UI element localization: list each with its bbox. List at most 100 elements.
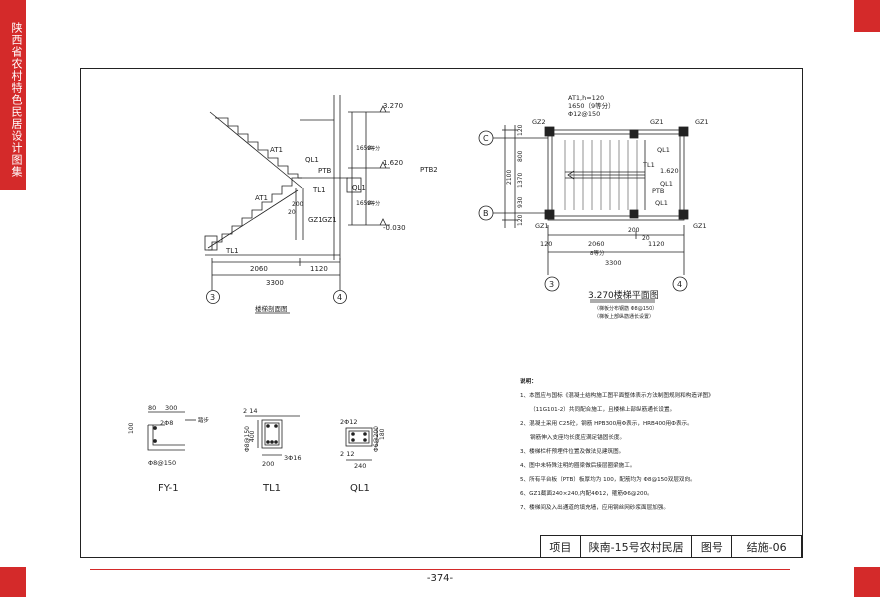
section-label-ptb2: PTB2 [420,166,438,174]
plan-label-rebar: Φ12@150 [568,110,600,118]
plan-dim-1120: 1120 [648,240,665,248]
section-dim-lower: 1650 [356,200,371,207]
note-item: 1、本图应与国标《混凝土结构施工图平面整体表示方法制图规则和构造详图》 [520,393,714,399]
plan-label-1650: 1650（9等分） [568,101,615,110]
title-block: 项目 陕南-15号农村民居 图号 结施-06 [540,535,802,557]
plan-label-gz1-right: GZ1 [695,118,709,126]
note-item: （11G101-2）共同配合施工，且楼梯上部纵筋通长设置。 [530,407,676,413]
note-item: 6、GZ1截面240×240,内配4Φ12，箍筋Φ6@200。 [520,491,653,497]
plan-dim-3300: 3300 [605,259,622,267]
ql1-bottom-rebar: 2 12 [340,450,354,458]
side-tab: 陕西省农村特色民居设计图集 [0,0,26,190]
note-item: 钢筋伸入支座均长度应满足锚固长度。 [530,435,626,441]
plan-label-gz1-br: GZ1 [693,222,707,230]
stair-section-drawing [204,95,390,314]
section-axis-3: 3 [210,293,215,302]
corner-decoration-top-right [854,0,880,32]
section-elev-top: 3.270 [383,102,403,110]
section-dim-3300: 3300 [266,279,284,287]
plan-label-gz1-bl: GZ1 [535,222,549,230]
plan-axis-3: 3 [549,280,554,289]
title-block-drawing-number: 结施-06 [732,536,802,557]
fy1-name: FY-1 [158,483,179,494]
tl1-stirrup: Φ8@150 [244,426,251,452]
detail-ql1-drawing [345,427,378,461]
page-number: -374- [426,573,454,584]
section-elev-mid: 1.620 [383,159,403,167]
fy1-stirrup: Φ8@150 [148,459,176,467]
footer-rule [90,569,790,570]
plan-label-gz2: GZ2 [532,118,546,126]
note-item: 4、图中未特殊注明的圈梁做后接层圈梁施工。 [520,463,636,469]
fy1-dim-100: 100 [128,422,135,434]
title-block-drawing-label: 图号 [692,536,733,557]
section-label-at1-upper: AT1 [270,146,283,154]
section-label-tl1-a: TL1 [312,186,326,194]
plan-label-tl1: TL1 [642,161,655,169]
ql1-name: QL1 [350,483,370,494]
section-dim-1120: 1120 [310,265,328,273]
plan-axis-4: 4 [677,280,682,289]
section-label-ql1-b: QL1 [352,184,366,192]
plan-dim-930: 930 [517,196,524,208]
section-title: 楼梯剖面图 [255,304,288,313]
plan-label-gz1-top: GZ1 [650,118,664,126]
corner-decoration-bottom-left [0,567,26,597]
tl1-height-400: 400 [249,430,256,442]
section-dim-upper: 1650 [356,145,371,152]
ql1-top-rebar: 2Φ12 [340,418,358,426]
plan-axis-b: B [483,209,489,218]
section-axis-4: 4 [337,293,342,302]
section-elev-bot: -0.030 [383,224,406,232]
fy1-note: 踏步 [198,416,210,424]
plan-axis-c: C [483,134,489,143]
section-label-ptb: PTB [318,167,331,175]
title-block-project: 陕南-15号农村民居 [581,536,693,557]
plan-label-ql1-b: QL1 [660,180,673,188]
fy1-dim-80: 80 [148,404,156,412]
plan-dim-steps: 8等分 [590,249,605,257]
detail-fy1-drawing [147,411,196,451]
section-dim-20: 20 [288,209,296,216]
tl1-top-rebar: 2 14 [243,407,257,415]
plan-note-2: （梯板上部纵筋通长设置） [594,313,654,320]
corner-decoration-bottom-right [854,567,880,597]
side-title: 陕西省农村特色民居设计图集 [10,22,23,178]
note-item: 7、楼梯间及入出通道的填充墙，应用钢丝网砂浆面层加强。 [520,505,669,511]
drawing-frame [80,68,803,558]
detail-tl1-drawing [245,415,300,456]
plan-label-ptb: PTB [652,187,664,195]
ql1-height-180: 180 [379,428,386,440]
plan-dim-200: 200 [628,227,640,234]
tl1-bottom-rebar: 3Φ16 [284,454,302,462]
plan-label-ql1-a: QL1 [657,146,670,154]
plan-dim-120-left: 120 [540,240,552,248]
stair-plan-drawing [478,125,689,303]
plan-dim-2060: 2060 [588,240,605,248]
section-label-gz1: GZ1 [308,216,323,224]
section-label-tl1-b: TL1 [225,247,239,255]
note-item: 2、混凝土采用 C25砼，钢筋 HPB300用Φ表示，HRB400用Ф表示。 [520,421,693,427]
section-dim-200: 200 [292,201,304,208]
section-label-gz1-b: GZ1 [322,216,337,224]
tl1-name: TL1 [262,483,281,494]
plan-label-1620: 1.620 [660,167,679,175]
ql1-width-240: 240 [354,462,366,470]
section-steps-upper: 9等分 [367,145,380,152]
plan-dim-1370: 1370 [517,173,524,188]
plan-label-ql1-c: QL1 [655,199,668,207]
note-item: 3、楼梯栏杆预埋件位置及做法见建筑图。 [520,449,625,455]
plan-dim-120-bot: 120 [517,214,524,226]
section-label-at1-lower: AT1 [255,194,268,202]
plan-dim-2100: 2100 [506,170,513,185]
notes-title: 说明： [520,379,537,385]
plan-note-1: （梯板分布钢筋 Φ8@150） [594,305,657,312]
section-dim-2060: 2060 [250,265,268,273]
plan-dim-20: 20 [642,235,650,242]
ql1-stirrup: Φ6@200 [373,426,380,452]
section-label-ql1-a: QL1 [305,156,319,164]
note-item: 5、所有平台板（PTB）板厚均为 100，配筋均为 Φ8@150双层双向。 [520,477,696,483]
fy1-dim-300: 300 [165,404,177,412]
section-steps-lower: 9等分 [367,200,380,207]
